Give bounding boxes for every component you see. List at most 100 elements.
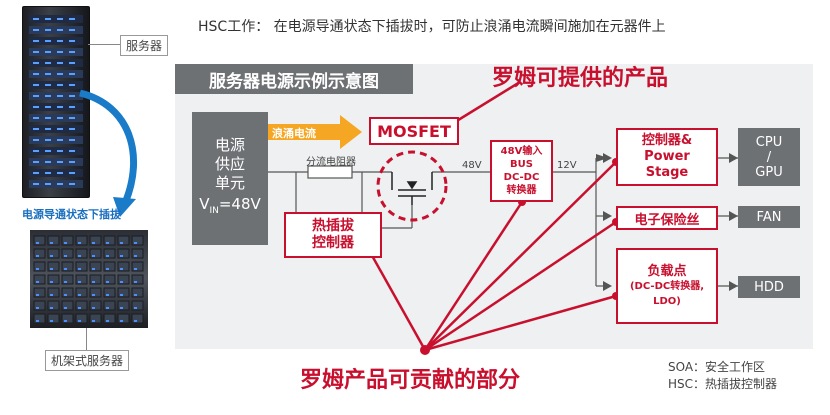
rack-drive-bay bbox=[117, 300, 130, 311]
rack-led bbox=[120, 268, 123, 270]
legend-hsc: HSC：热插拔控制器 bbox=[668, 377, 778, 391]
pol-line-2: (DC-DC转换器, bbox=[629, 280, 705, 292]
tower-led bbox=[57, 51, 63, 53]
rack-led bbox=[120, 242, 123, 244]
rack-drive-bay bbox=[61, 235, 74, 246]
rack-led bbox=[92, 255, 95, 257]
rack-drive-bay bbox=[47, 274, 60, 285]
tower-led bbox=[69, 40, 75, 42]
tower-bay bbox=[29, 92, 83, 100]
rack-drive-bay bbox=[89, 313, 102, 324]
rack-led bbox=[78, 307, 81, 309]
rack-drive-bay bbox=[75, 287, 88, 298]
tower-led bbox=[57, 73, 63, 75]
rack-drive-bay bbox=[47, 235, 60, 246]
cpu-gpu-box: CPU / GPU bbox=[738, 128, 800, 186]
tower-led bbox=[33, 95, 39, 97]
bus-line-3: DC-DC bbox=[503, 172, 540, 183]
rack-drive-bay bbox=[103, 287, 116, 298]
tower-led bbox=[57, 62, 63, 64]
rack-led bbox=[50, 268, 53, 270]
tower-led bbox=[45, 161, 51, 163]
rack-drive-bay bbox=[89, 300, 102, 311]
rack-led bbox=[106, 320, 109, 322]
hotswap-line-1: 热插拔 bbox=[312, 218, 354, 234]
bus-line-2: BUS bbox=[510, 159, 533, 170]
rack-drive-bay bbox=[33, 248, 46, 259]
tower-led bbox=[57, 40, 63, 42]
rack-led bbox=[120, 281, 123, 283]
rack-drive-bay bbox=[131, 235, 144, 246]
rack-led bbox=[64, 281, 67, 283]
tower-led bbox=[33, 84, 39, 86]
tower-led bbox=[57, 128, 63, 130]
psu-line-3: 单元 bbox=[214, 174, 245, 192]
point-of-load-box: 负载点 (DC-DC转换器, LDO) bbox=[616, 248, 718, 324]
pol-line-3: LDO) bbox=[653, 295, 681, 307]
tower-bay bbox=[29, 125, 83, 133]
rack-led bbox=[120, 320, 123, 322]
rack-drive-bay bbox=[61, 300, 74, 311]
mosfet-box: MOSFET bbox=[369, 117, 459, 145]
tower-led bbox=[45, 172, 51, 174]
tower-led bbox=[57, 139, 63, 141]
rack-server-drives bbox=[33, 235, 144, 324]
tower-led bbox=[57, 161, 63, 163]
rack-led bbox=[50, 255, 53, 257]
rack-drive-bay bbox=[47, 261, 60, 272]
tower-led bbox=[57, 117, 63, 119]
tower-led bbox=[33, 29, 39, 31]
tower-led bbox=[45, 18, 51, 20]
rack-drive-bay bbox=[47, 300, 60, 311]
tower-led bbox=[45, 117, 51, 119]
rack-drive-bay bbox=[89, 248, 102, 259]
rack-led bbox=[106, 268, 109, 270]
tower-bay bbox=[29, 70, 83, 78]
tower-bay bbox=[29, 15, 83, 23]
tower-led bbox=[69, 62, 75, 64]
tower-led bbox=[33, 172, 39, 174]
rack-drive-bay bbox=[131, 248, 144, 259]
rack-led bbox=[78, 242, 81, 244]
tower-bay bbox=[29, 59, 83, 67]
rack-led bbox=[36, 255, 39, 257]
tower-led bbox=[69, 106, 75, 108]
rack-led bbox=[64, 307, 67, 309]
rack-drive-bay bbox=[131, 313, 144, 324]
rack-drive-bay bbox=[117, 261, 130, 272]
rack-led bbox=[50, 281, 53, 283]
tower-led bbox=[45, 40, 51, 42]
tower-led bbox=[45, 183, 51, 185]
efuse-box: 电子保险丝 bbox=[616, 206, 718, 230]
rack-led bbox=[106, 255, 109, 257]
v48-label: 48V bbox=[462, 160, 482, 171]
psu-line-1: 电源 bbox=[214, 136, 245, 154]
tower-led bbox=[45, 106, 51, 108]
tower-led bbox=[69, 139, 75, 141]
tower-led bbox=[45, 128, 51, 130]
tower-led bbox=[45, 73, 51, 75]
tower-led bbox=[45, 62, 51, 64]
tower-bay bbox=[29, 169, 83, 177]
rack-drive-bay bbox=[75, 261, 88, 272]
tower-led bbox=[33, 128, 39, 130]
rack-drive-bay bbox=[131, 274, 144, 285]
rack-led bbox=[120, 255, 123, 257]
rack-led bbox=[78, 320, 81, 322]
rack-drive-bay bbox=[103, 274, 116, 285]
tower-bay bbox=[29, 136, 83, 144]
rack-drive-bay bbox=[61, 248, 74, 259]
tower-bay bbox=[29, 158, 83, 166]
tower-led bbox=[45, 84, 51, 86]
tower-led bbox=[69, 73, 75, 75]
hotswap-caption: 电源导通状态下插拔 bbox=[22, 208, 121, 221]
rack-drive-bay bbox=[33, 235, 46, 246]
tower-led bbox=[69, 117, 75, 119]
tower-bay bbox=[29, 37, 83, 45]
tower-led bbox=[69, 95, 75, 97]
tower-led bbox=[33, 51, 39, 53]
rack-led bbox=[134, 268, 137, 270]
inrush-label: 浪涌电流 bbox=[272, 127, 316, 140]
tower-led bbox=[57, 150, 63, 152]
rack-led bbox=[64, 242, 67, 244]
